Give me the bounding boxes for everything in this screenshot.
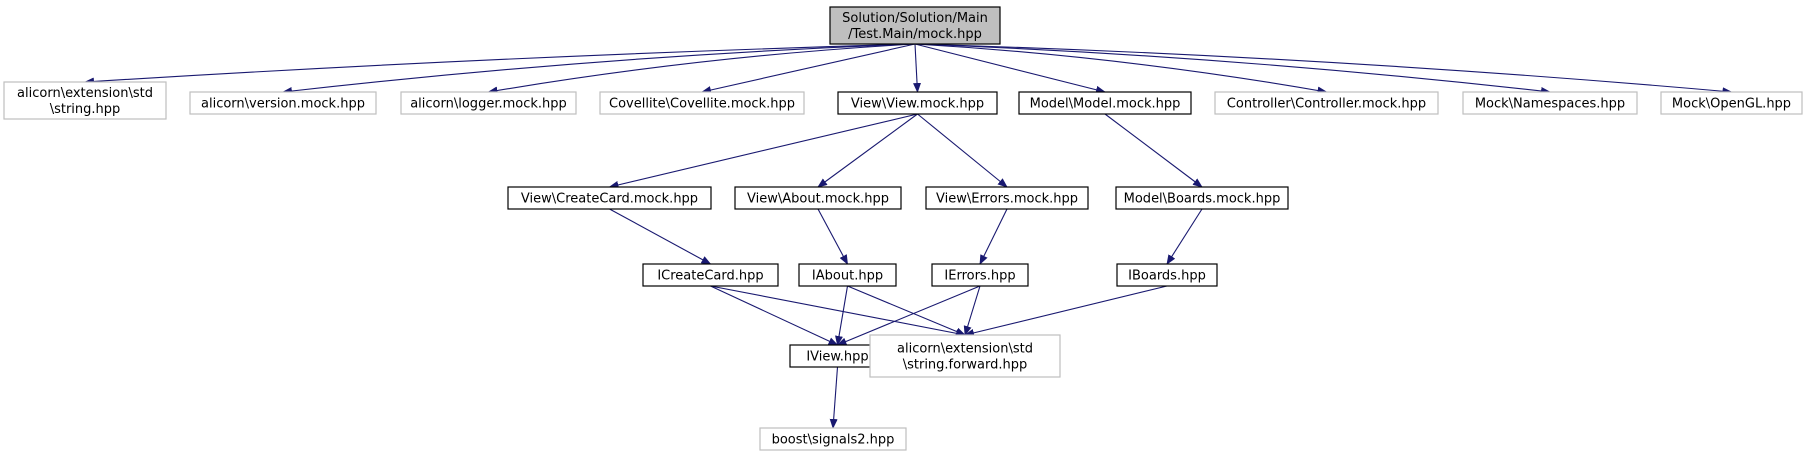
- edge-viewmock-to-createcardmock: [608, 113, 918, 189]
- node-box: [869, 334, 1061, 378]
- node-label: ICreateCard.hpp: [657, 269, 763, 284]
- node-box: [599, 91, 805, 115]
- node-iview[interactable]: IView.hpp: [789, 344, 886, 368]
- edge-errorsmock-to-ierrors: [979, 208, 1008, 265]
- edge-iabout-to-stringforward: [847, 285, 966, 336]
- node-box: [3, 81, 167, 120]
- node-box: [189, 91, 377, 115]
- node-errorsmock[interactable]: View\Errors.mock.hpp: [925, 186, 1089, 210]
- edge-root-to-covellite: [701, 43, 916, 94]
- edge-root-to-controller: [914, 43, 1328, 95]
- node-version: alicorn\version.mock.hpp: [189, 91, 377, 115]
- node-stringforward: alicorn\extension\std\string.forward.hpp: [869, 334, 1061, 378]
- node-label: Covellite\Covellite.mock.hpp: [609, 97, 795, 112]
- edge-icreatecard-to-stringforward: [710, 285, 966, 338]
- node-label: Mock\OpenGL.hpp: [1672, 97, 1791, 112]
- edge-iboards-to-stringforward: [964, 285, 1168, 337]
- node-box: [507, 186, 712, 210]
- node-box: [1660, 91, 1803, 115]
- node-box: [1018, 91, 1192, 115]
- edge-aboutmock-to-iabout: [817, 208, 848, 265]
- node-icreatecard[interactable]: ICreateCard.hpp: [642, 263, 779, 287]
- edge-createcardmock-to-icreatecard: [609, 208, 712, 265]
- node-box: [759, 427, 907, 451]
- edge-icreatecard-to-iview: [710, 285, 839, 346]
- node-label: Solution/Solution/Main: [842, 11, 988, 26]
- node-root[interactable]: Solution/Solution/Main/Test.Main/mock.hp…: [829, 6, 1001, 45]
- node-box: [829, 6, 1001, 45]
- edge-ierrors-to-iview: [836, 285, 981, 346]
- edge-ierrors-to-stringforward: [963, 285, 981, 336]
- edge-root-to-opengl: [914, 43, 1733, 96]
- node-label: IBoards.hpp: [1128, 269, 1206, 284]
- node-controller: Controller\Controller.mock.hpp: [1214, 91, 1439, 115]
- node-box: [798, 263, 897, 287]
- nodes: Solution/Solution/Main/Test.Main/mock.hp…: [3, 6, 1803, 451]
- node-label: IErrors.hpp: [944, 269, 1015, 284]
- edge-iabout-to-iview: [835, 285, 849, 346]
- edge-root-to-modelmock: [914, 43, 1106, 94]
- node-signals2: boost\signals2.hpp: [759, 427, 907, 451]
- node-label: /Test.Main/mock.hpp: [848, 27, 982, 42]
- node-boardsmock[interactable]: Model\Boards.mock.hpp: [1115, 186, 1289, 210]
- node-string: alicorn\extension\std\string.hpp: [3, 81, 167, 120]
- node-label: alicorn\logger.mock.hpp: [410, 97, 567, 112]
- node-box: [1116, 263, 1218, 287]
- node-label: View\Errors.mock.hpp: [936, 192, 1078, 207]
- edge-viewmock-to-aboutmock: [817, 113, 918, 188]
- node-box: [931, 263, 1029, 287]
- node-label: IView.hpp: [806, 350, 868, 365]
- node-iboards[interactable]: IBoards.hpp: [1116, 263, 1218, 287]
- edge-root-to-namespaces: [914, 43, 1551, 95]
- edge-root-to-string: [84, 43, 916, 86]
- node-iabout[interactable]: IAbout.hpp: [798, 263, 897, 287]
- node-label: alicorn\version.mock.hpp: [201, 97, 365, 112]
- edge-modelmock-to-boardsmock: [1104, 113, 1203, 188]
- node-viewmock[interactable]: View\View.mock.hpp: [837, 91, 998, 115]
- node-logger: alicorn\logger.mock.hpp: [400, 91, 577, 115]
- node-aboutmock[interactable]: View\About.mock.hpp: [734, 186, 902, 210]
- node-box: [400, 91, 577, 115]
- node-label: Model\Model.mock.hpp: [1030, 97, 1181, 112]
- node-covellite: Covellite\Covellite.mock.hpp: [599, 91, 805, 115]
- node-label: alicorn\extension\std: [897, 342, 1033, 357]
- node-label: View\CreateCard.mock.hpp: [521, 192, 698, 207]
- node-label: Controller\Controller.mock.hpp: [1227, 97, 1426, 112]
- node-label: alicorn\extension\std: [17, 86, 153, 101]
- edge-root-to-logger: [487, 43, 916, 95]
- edges: [84, 43, 1733, 429]
- node-ierrors[interactable]: IErrors.hpp: [931, 263, 1029, 287]
- edge-boardsmock-to-iboards: [1166, 208, 1203, 265]
- node-box: [925, 186, 1089, 210]
- node-opengl: Mock\OpenGL.hpp: [1660, 91, 1803, 115]
- node-label: IAbout.hpp: [812, 269, 883, 284]
- node-box: [1115, 186, 1289, 210]
- node-label: boost\signals2.hpp: [772, 433, 895, 448]
- node-box: [1462, 91, 1638, 115]
- node-box: [837, 91, 998, 115]
- edge-iview-to-signals2: [829, 366, 839, 429]
- node-namespaces: Mock\Namespaces.hpp: [1462, 91, 1638, 115]
- node-label: \string.forward.hpp: [903, 358, 1028, 373]
- node-label: Model\Boards.mock.hpp: [1124, 192, 1281, 207]
- node-label: \string.hpp: [50, 102, 121, 117]
- node-box: [734, 186, 902, 210]
- node-label: View\View.mock.hpp: [851, 97, 984, 112]
- node-label: View\About.mock.hpp: [747, 192, 889, 207]
- node-label: Mock\Namespaces.hpp: [1475, 97, 1625, 112]
- node-modelmock[interactable]: Model\Model.mock.hpp: [1018, 91, 1192, 115]
- edge-root-to-viewmock: [913, 43, 922, 93]
- edge-viewmock-to-errorsmock: [917, 113, 1008, 188]
- edge-root-to-version: [282, 43, 916, 95]
- node-box: [1214, 91, 1439, 115]
- node-createcardmock[interactable]: View\CreateCard.mock.hpp: [507, 186, 712, 210]
- node-box: [642, 263, 779, 287]
